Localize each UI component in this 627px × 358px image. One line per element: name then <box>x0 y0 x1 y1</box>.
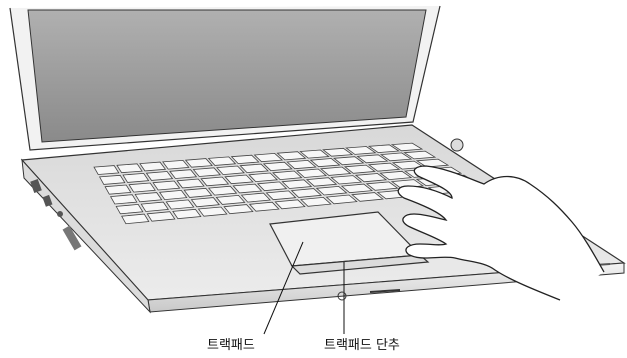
keyboard-key <box>319 166 352 176</box>
keyboard-key <box>330 175 363 185</box>
keyboard-key <box>139 161 167 172</box>
keyboard-key <box>216 165 245 176</box>
label-trackpad: 트랙패드 <box>207 338 255 353</box>
keyboard-key <box>190 197 220 208</box>
keyboard-key <box>305 177 338 187</box>
keyboard-key <box>240 192 271 203</box>
keyboard-key <box>183 187 213 198</box>
keyboard <box>93 142 489 225</box>
keyboard-key <box>340 183 374 194</box>
keyboard-key <box>356 154 389 164</box>
keyboard-key <box>403 150 437 160</box>
keyboard-key <box>128 182 156 193</box>
keyboard-key <box>98 174 126 185</box>
keyboard-key <box>272 170 303 181</box>
keyboard-key <box>158 189 188 201</box>
keyboard-key <box>354 173 388 183</box>
keyboard-key <box>197 206 228 217</box>
label-trackpad-button: 트랙패드 단추 <box>324 338 400 353</box>
keyboard-key <box>253 152 284 163</box>
keyboard-key <box>390 142 424 152</box>
foot-icon <box>337 291 347 301</box>
laptop-lid <box>9 5 441 151</box>
keyboard-key <box>146 211 176 222</box>
keyboard-key <box>145 171 174 181</box>
trackpad-button[interactable] <box>290 254 430 275</box>
keyboard-key <box>152 180 181 191</box>
keyboard-key <box>351 192 384 202</box>
keyboard-key <box>116 163 143 174</box>
keyboard-key <box>299 149 330 159</box>
keyboard-key <box>172 208 202 220</box>
keyboard-key <box>343 164 376 174</box>
keyboard-key <box>121 213 150 225</box>
port-icon <box>42 194 53 207</box>
keyboard-key <box>367 144 400 154</box>
keyboard-key <box>265 190 297 201</box>
power-button-icon[interactable] <box>450 138 464 152</box>
keyboard-key <box>176 178 205 189</box>
keyboard-key <box>104 184 132 195</box>
keyboard-key <box>165 199 195 210</box>
keyboard-key <box>109 194 138 205</box>
keyboard-key <box>309 158 341 168</box>
keyboard-key <box>379 170 413 181</box>
keyboard-key <box>322 147 354 157</box>
keyboard-key <box>192 167 222 177</box>
keyboard-key <box>162 159 190 170</box>
keyboard-key <box>299 196 332 207</box>
keyboard-key <box>140 201 170 212</box>
keyboard-key <box>315 185 348 196</box>
keyboard-key <box>274 199 306 210</box>
keyboard-key <box>232 183 263 194</box>
keyboard-key <box>184 158 213 168</box>
keyboard-key <box>286 159 317 170</box>
keyboard-key <box>325 194 358 205</box>
keyboard-key <box>122 172 150 183</box>
keyboard-key <box>93 165 120 175</box>
keyboard-key <box>134 192 163 203</box>
hand-illustration <box>397 165 605 301</box>
keyboard-key <box>256 181 288 192</box>
keyboard-key <box>379 152 413 162</box>
keyboard-key <box>224 174 254 185</box>
port-icon <box>30 178 42 194</box>
keyboard-key <box>262 161 293 172</box>
keyboard-key <box>200 176 230 187</box>
keyboard-key <box>345 146 377 155</box>
keyboard-key <box>207 156 237 166</box>
port-icon <box>62 225 82 251</box>
keyboard-key <box>223 204 254 215</box>
keyboard-key <box>169 169 198 179</box>
keyboard-key <box>296 168 327 178</box>
keyboard-key <box>207 185 238 196</box>
keyboard-key <box>415 158 450 168</box>
port-icon <box>57 211 63 217</box>
keyboard-key <box>248 201 280 212</box>
keyboard-key <box>115 203 144 215</box>
keyboard-key <box>230 154 260 165</box>
keyboard-key <box>276 151 307 161</box>
keyboard-key <box>215 194 246 205</box>
keyboard-key <box>248 172 279 183</box>
callout-line-trackpad <box>263 241 304 335</box>
keyboard-key <box>367 162 401 172</box>
keyboard-key <box>281 179 313 189</box>
keyboard-key <box>290 188 323 198</box>
keyboard-key <box>239 163 269 174</box>
keyboard-key <box>333 156 365 166</box>
keyboard-key <box>365 181 399 191</box>
